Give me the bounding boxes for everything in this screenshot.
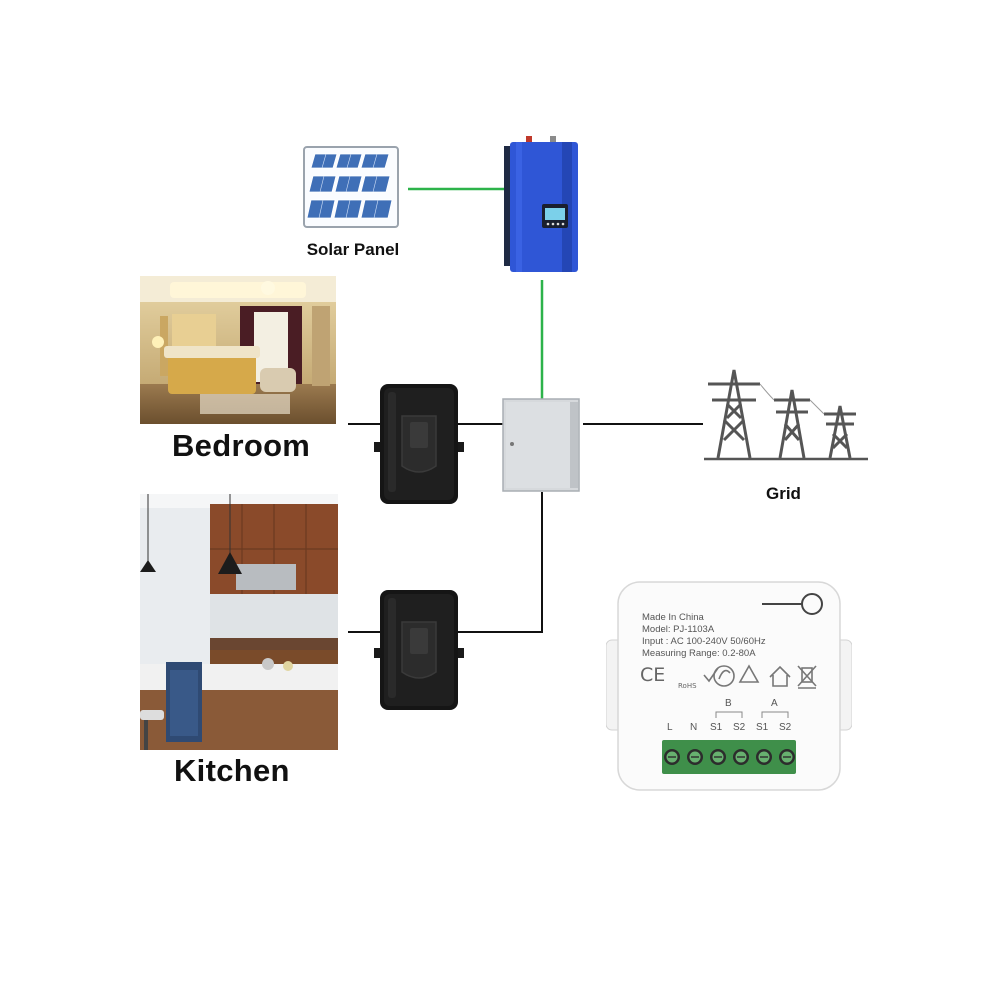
terminal-label-s1-a: S1 — [756, 722, 769, 733]
terminal-group-b: B — [725, 698, 732, 709]
terminal-label-n: N — [690, 722, 698, 733]
electrical-box-icon — [502, 398, 580, 492]
ct-clamp-icon — [374, 590, 464, 710]
solar-panel-label: Solar Panel — [306, 240, 400, 259]
bedroom-label: Bedroom — [172, 428, 311, 463]
bedroom-image — [140, 276, 336, 424]
rohs-mark: RoHS — [678, 682, 697, 690]
kitchen-photo — [140, 494, 338, 750]
solar-panel — [303, 146, 399, 228]
inverter-icon — [504, 136, 578, 272]
terminal-label-s2-a: S2 — [779, 722, 792, 733]
kitchen-label: Kitchen — [174, 753, 290, 788]
terminal-group-a: A — [771, 698, 778, 709]
current-clamp-bedroom — [374, 382, 464, 506]
grid-tie-inverter — [504, 136, 580, 276]
meter-range: Measuring Range: 0.2-80A — [642, 648, 756, 659]
current-clamp-kitchen — [374, 588, 464, 712]
ct-clamp-icon — [374, 384, 464, 504]
terminal-label-s1-b: S1 — [710, 722, 723, 733]
solar-panel-icon — [303, 146, 399, 228]
power-grid — [704, 360, 868, 462]
power-tower-icon — [704, 369, 868, 461]
terminal-label-l: L — [667, 722, 673, 733]
kitchen-image — [140, 494, 338, 750]
distribution-box — [502, 398, 580, 492]
grid-label: Grid — [766, 484, 801, 503]
bedroom-photo — [140, 276, 336, 424]
terminal-label-s2-b: S2 — [733, 722, 746, 733]
meter-input: Input : AC 100-240V 50/60Hz — [642, 636, 766, 647]
meter-body — [606, 581, 852, 791]
meter-model: Model: PJ-1103A — [642, 624, 715, 635]
meter-made-in: Made In China — [642, 612, 704, 623]
ce-mark: CE — [640, 664, 666, 686]
energy-meter-module: Made In China Model: PJ-1103A Input : AC… — [606, 580, 852, 792]
